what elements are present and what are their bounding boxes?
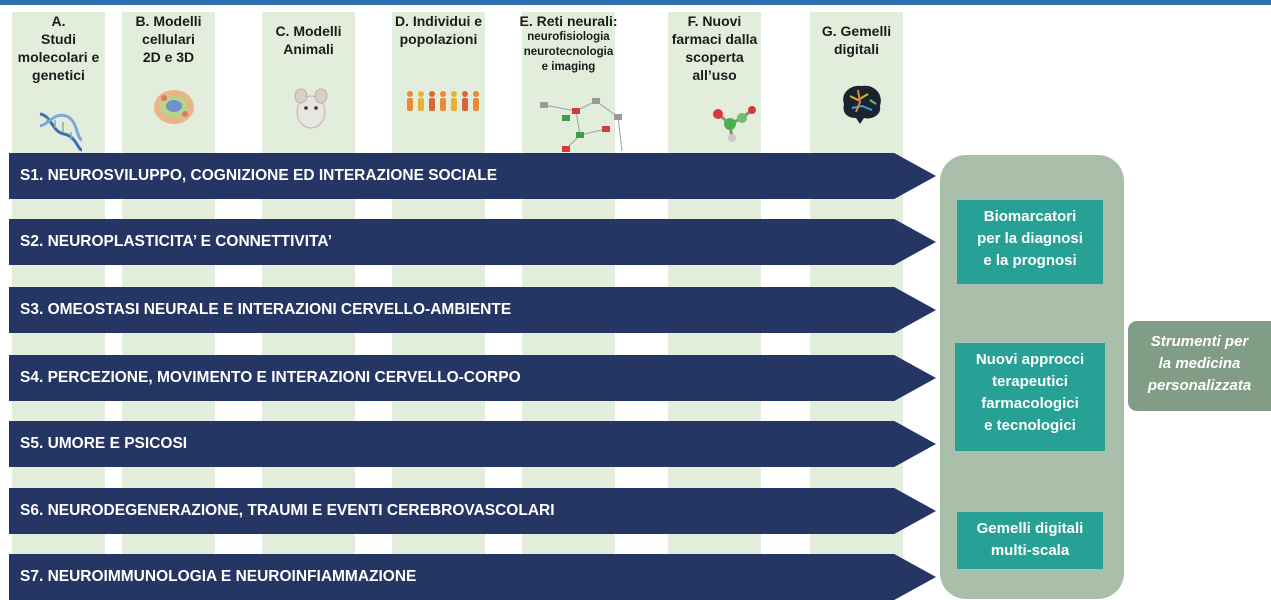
people-icon	[407, 91, 479, 111]
dna-icon	[39, 112, 83, 152]
column-e-header: E. Reti neurali: neurofisiologia neurote…	[519, 13, 618, 73]
theme-arrow-s1: S1. NEUROSVILUPPO, COGNIZIONE ED INTERAZ…	[9, 153, 936, 199]
theme-arrow-s2: S2. NEUROPLASTICITA’ E CONNETTIVITA’	[9, 219, 936, 265]
molecule-icon	[713, 106, 756, 142]
column-g-header: G. Gemelli digitali	[821, 23, 892, 57]
column-c-header: C. Modelli Animali	[275, 23, 342, 57]
theme-arrow-s3: S3. OMEOSTASI NEURALE E INTERAZIONI CERV…	[9, 287, 936, 333]
cell-icon	[154, 90, 194, 124]
output-digital-twins: Gemelli digitali multi-scala	[957, 512, 1103, 569]
output-therapeutic-approaches: Nuovi approcci terapeutici farmacologici…	[955, 343, 1105, 451]
theme-arrow-s5: S5. UMORE E PSICOSI	[9, 421, 936, 467]
theme-arrow-s7: S7. NEUROIMMUNOLOGIA E NEUROINFIAMMAZION…	[9, 554, 936, 600]
top-accent-bar	[0, 0, 1271, 5]
column-b-header: B. Modelli cellulari 2D e 3D	[135, 13, 202, 65]
column-a-header: A. Studi molecolari e genetici	[17, 13, 100, 83]
column-d-header: D. Individui e popolazioni	[394, 13, 483, 47]
theme-arrow-s4: S4. PERCEZIONE, MOVIMENTO E INTERAZIONI …	[9, 355, 936, 401]
theme-arrow-s6: S6. NEURODEGENERAZIONE, TRAUMI E EVENTI …	[9, 488, 936, 534]
digital-brain-icon	[843, 85, 881, 124]
column-f-header: F. Nuovi farmaci dalla scoperta all’uso	[671, 13, 758, 83]
personalized-medicine-tools: Strumenti per la medicina personalizzata	[1128, 321, 1271, 411]
output-biomarkers: Biomarcatori per la diagnosi e la progno…	[957, 200, 1103, 284]
network-icon	[540, 98, 623, 152]
mouse-icon	[294, 88, 328, 129]
